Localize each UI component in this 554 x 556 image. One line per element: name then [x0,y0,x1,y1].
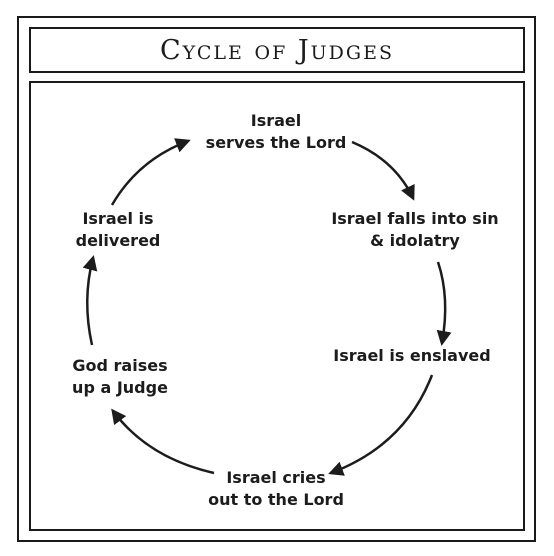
arrow-enslaved-to-cries [328,374,434,476]
stage-cries-out: Israel cries out to the Lord [208,467,344,511]
stage-falls-into-sin: Israel falls into sin & idolatry [331,208,498,252]
stage-label-line1: Israel is enslaved [333,346,491,365]
cycle-panel [29,81,525,531]
stage-label-line1: God raises [72,356,168,375]
stage-serves-the-lord: Israel serves the Lord [206,110,347,154]
stage-label-line2: serves the Lord [205,133,347,152]
stage-label-line2: up a Judge [72,378,168,397]
stage-label-line2: & idolatry [370,231,460,250]
arrow-cries-to-judge [111,408,215,475]
stage-label-line2: out to the Lord [208,490,344,509]
stage-label-line1: Israel is [82,209,154,228]
stage-delivered: Israel is delivered [76,208,161,252]
arrow-sin-to-enslaved [436,261,452,346]
page-title: Cycle of Judges [160,34,394,66]
arrow-delivered-to-serves [110,138,191,206]
title-box: Cycle of Judges [29,27,525,73]
stage-label-line1: Israel falls into sin [331,209,499,228]
arrow-judge-to-delivered [82,255,98,346]
stage-enslaved: Israel is enslaved [333,345,490,367]
stage-raises-judge: God raises up a Judge [72,355,168,399]
stage-label-line1: Israel [250,111,302,130]
stage-label-line1: Israel cries [226,468,326,487]
outer-frame [17,16,536,542]
stage-label-line2: delivered [75,231,161,250]
arrow-serves-to-sin [351,140,415,201]
